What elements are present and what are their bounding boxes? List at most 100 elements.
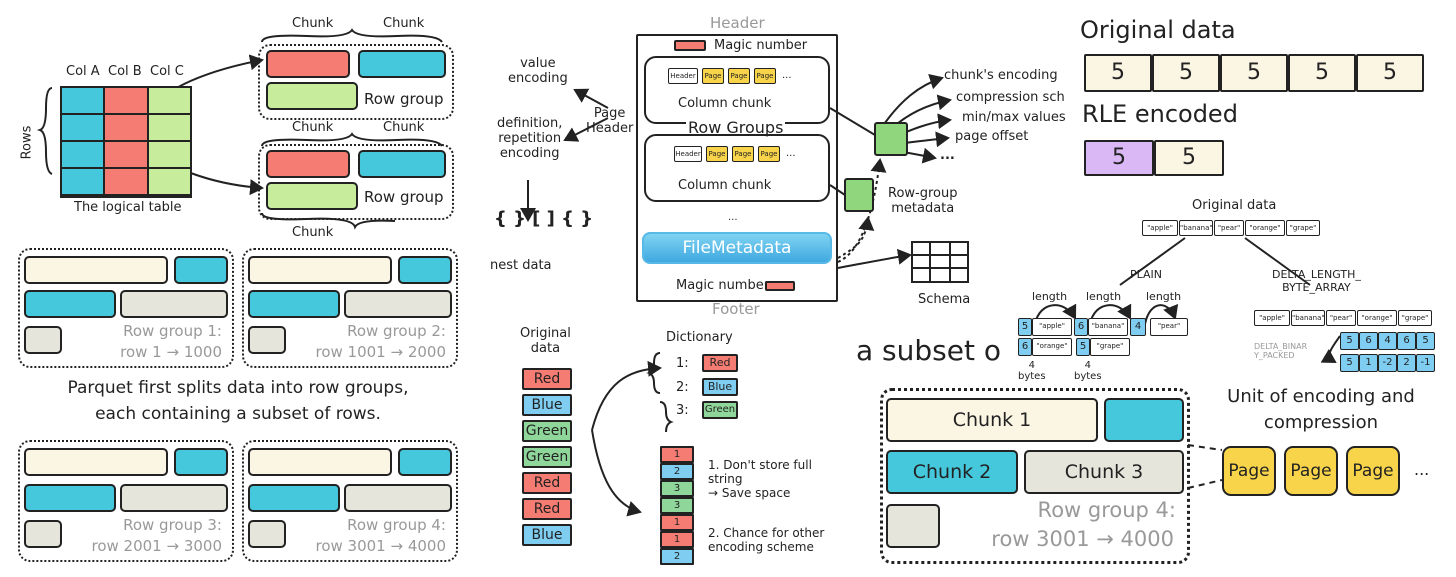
- page-cell: Page: [758, 146, 780, 162]
- magic-number-block: [674, 40, 706, 51]
- chunk-bar: [174, 256, 228, 284]
- string-cell: "apple": [1254, 310, 1290, 326]
- original-value-cell: 5: [1084, 54, 1152, 92]
- original-data-label: Original data: [520, 326, 571, 356]
- encoded-code-cell: 2: [660, 548, 694, 565]
- chunk-bar: [344, 484, 452, 512]
- row-group-4-zoom: [880, 388, 1190, 564]
- rows-label: Rows: [19, 125, 35, 160]
- chunk1-bar: Chunk 1: [886, 398, 1098, 442]
- delta-packed-cell: -1: [1416, 354, 1435, 372]
- length-label: length: [1086, 290, 1122, 303]
- more-pages: ...: [1414, 460, 1430, 479]
- rg4-range: row 3001 → 4000: [315, 537, 446, 555]
- minmax-label: min/max values: [962, 110, 1066, 125]
- length-cell: 6: [1018, 338, 1032, 356]
- plain-label: PLAIN: [1130, 268, 1163, 281]
- chunk-bar: [24, 290, 116, 318]
- page-offset-label: page offset: [955, 129, 1029, 144]
- rg2-range: row 1001 → 2000: [315, 343, 446, 361]
- chunk-encoding-label: chunk's encoding: [944, 68, 1058, 83]
- logical-table-label: The logical table: [74, 200, 182, 215]
- delta-length-cell: 6: [1359, 332, 1378, 350]
- header-label: Header: [710, 14, 765, 32]
- chunk-label: Chunk: [383, 120, 425, 135]
- string-cell: "grape": [1286, 220, 1320, 236]
- value-cell: "orange": [1032, 338, 1072, 356]
- delta-length-cell: 4: [1378, 332, 1397, 350]
- chunk-bar: [174, 448, 228, 476]
- rg1-range: row 1 → 1000: [120, 343, 222, 361]
- length-label: length: [1146, 290, 1182, 303]
- string-cell: "apple": [1142, 220, 1178, 236]
- logical-table: [60, 86, 192, 198]
- header-cell: Header: [674, 146, 702, 162]
- encoded-code-cell: 1: [660, 514, 694, 531]
- column-chunk-label: Column chunk: [678, 178, 772, 193]
- chunk-bar: [248, 520, 286, 548]
- rle-count-cell: 5: [1084, 140, 1154, 176]
- page-header-label: Page Header: [586, 106, 634, 136]
- row-group-3: [18, 440, 234, 562]
- length-cell: 5: [1076, 338, 1090, 356]
- note-save-space: 1. Don't store full string → Save space: [708, 458, 812, 500]
- page-cell: Page: [702, 68, 724, 84]
- delta-binary-label: DELTA_BINAR Y_PACKED: [1254, 342, 1308, 360]
- chunk3-bar: Chunk 3: [1024, 450, 1184, 494]
- more-dots: ...: [940, 148, 955, 163]
- encoded-code-cell: 1: [660, 446, 694, 463]
- chunk-bar: [120, 484, 228, 512]
- original-value-cell: Green: [522, 420, 572, 442]
- magic-number-label: Magic number: [714, 38, 808, 53]
- chunk-cell: [266, 182, 358, 210]
- page-cell: Page: [732, 146, 754, 162]
- length-cell: 5: [1018, 318, 1032, 336]
- nest-brackets-icon: { } [ ] { }: [494, 208, 594, 229]
- caption-line2: each containing a subset of rows.: [95, 404, 381, 424]
- chunk-cell: [266, 82, 358, 110]
- row-group-label: Row group: [364, 90, 444, 108]
- ellipsis: ...: [782, 70, 792, 81]
- dict-key: 1:: [676, 356, 689, 371]
- note-encoding: 2. Chance for other encoding scheme: [708, 526, 825, 554]
- original-data-small-label: Original data: [1192, 198, 1277, 213]
- delta-packed-cell: 1: [1359, 354, 1378, 372]
- dict-entry-red: Red: [702, 354, 738, 372]
- value-cell: "banana": [1088, 318, 1128, 336]
- value-cell: "grape": [1090, 338, 1130, 356]
- chunk-bar: [398, 448, 452, 476]
- chunk-bar: [886, 504, 940, 548]
- row-group-box: [258, 144, 454, 220]
- string-cell: "banana": [1291, 310, 1325, 326]
- chunk-cell: [266, 150, 350, 178]
- page-block: Page: [1222, 446, 1276, 496]
- page-cell: Page: [706, 146, 728, 162]
- file-metadata-block: FileMetadata: [642, 232, 832, 264]
- original-value-cell: 5: [1288, 54, 1356, 92]
- chunk-label: Chunk: [292, 225, 334, 240]
- delta-length-cell: 6: [1397, 332, 1416, 350]
- length-cell: 4: [1130, 318, 1146, 336]
- dict-entry-blue: Blue: [702, 378, 738, 396]
- rg3-range: row 2001 → 3000: [91, 537, 222, 555]
- schema-label: Schema: [918, 292, 971, 307]
- encoded-code-cell: 3: [660, 497, 694, 514]
- compression-label: compression sch: [956, 90, 1065, 105]
- dict-entry-green: Green: [702, 401, 738, 419]
- row-groups-label: Row Groups: [686, 118, 786, 137]
- chunk-metadata-block: [874, 122, 908, 156]
- chunk-bar: [248, 326, 286, 354]
- delta-packed-cell: -2: [1378, 354, 1397, 372]
- original-value-cell: Blue: [522, 394, 572, 416]
- header-cell: Header: [668, 68, 698, 84]
- chunk2-bar: Chunk 2: [886, 450, 1018, 494]
- row-group-1: [18, 248, 234, 368]
- page-cell: Page: [754, 68, 776, 84]
- delta-packed-cell: 5: [1340, 354, 1359, 372]
- delta-packed-cell: 2: [1397, 354, 1416, 372]
- original-value-cell: Red: [522, 472, 572, 494]
- original-data-heading: Original data: [1080, 16, 1236, 44]
- ellipsis: ...: [728, 212, 738, 223]
- rg3-title: Row group 3:: [123, 516, 222, 534]
